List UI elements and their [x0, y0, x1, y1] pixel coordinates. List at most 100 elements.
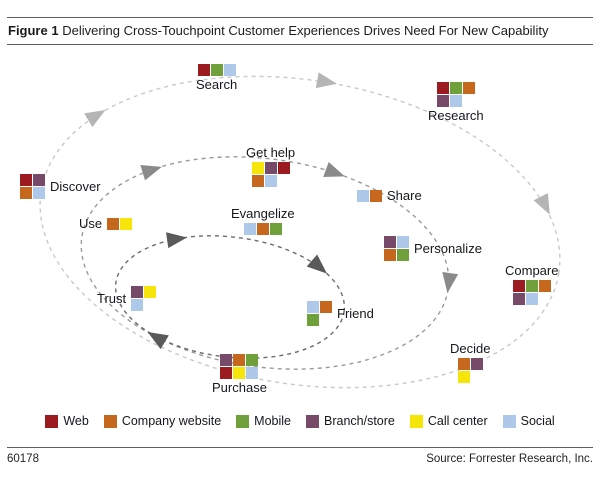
social-square [397, 236, 409, 248]
mobile-square [246, 354, 259, 366]
legend-label: Call center [427, 414, 488, 428]
social-square [357, 189, 369, 202]
node-label: Decide [450, 341, 491, 356]
web-square [512, 279, 525, 292]
node-personalize: Personalize [384, 236, 482, 261]
branch-square [384, 236, 396, 248]
social-square [131, 299, 144, 311]
flow-arrowhead-icon [315, 72, 337, 89]
node-label: Trust [97, 290, 127, 306]
journey-ellipse-inner [114, 235, 346, 359]
branch-square [131, 286, 144, 298]
figure-title-text: Delivering Cross-Touchpoint Customer Exp… [62, 23, 549, 38]
social-square [264, 174, 277, 187]
company-square [462, 82, 475, 94]
journey-rings-svg [39, 72, 561, 389]
touchpoint-squares [131, 286, 157, 311]
flow-arrowhead-icon [84, 109, 106, 128]
title-rule-top [7, 17, 593, 18]
social-square [307, 301, 319, 313]
call-square [120, 217, 133, 230]
branch-square [264, 161, 277, 174]
social-legend-swatch [502, 414, 516, 428]
mobile-square [269, 222, 282, 235]
legend-label: Web [63, 414, 89, 428]
touchpoint-squares [307, 301, 332, 326]
company-square [256, 222, 269, 235]
touchpoint-squares [197, 64, 236, 76]
legend-item-mobile: Mobile [236, 414, 291, 428]
node-research: Research [428, 82, 484, 123]
branch-square [33, 174, 45, 186]
touchpoint-squares [357, 189, 382, 202]
legend-label: Branch/store [324, 414, 395, 428]
node-label: Use [79, 216, 103, 231]
legend-item-web: Web [45, 414, 89, 428]
web-square [20, 174, 32, 186]
flow-arrowhead-icon [147, 331, 169, 350]
source-text: Source: Forrester Research, Inc. [426, 453, 593, 465]
touchpoint-squares [512, 279, 551, 305]
social-square [449, 95, 462, 107]
figure-number-code: 60178 [7, 453, 39, 465]
node-label: Get help [246, 145, 296, 160]
node-purchase: Purchase [212, 354, 267, 395]
social-square [525, 292, 538, 305]
node-get-help: Get help [246, 146, 295, 187]
mobile-square [525, 279, 538, 292]
legend-item-company: Company website [103, 414, 222, 428]
legend-item-call: Call center [409, 414, 488, 428]
touchpoint-squares [384, 236, 409, 261]
node-friend: Friend [307, 301, 374, 326]
node-compare: Compare [505, 264, 558, 305]
node-label: Friend [337, 305, 374, 321]
node-label: Personalize [414, 240, 482, 256]
company-square [107, 217, 120, 230]
journey-diagram: Search Research Discover Get help Share … [0, 56, 600, 410]
call-square [233, 367, 246, 379]
social-square [243, 222, 256, 235]
flow-arrowhead-icon [533, 193, 550, 215]
company-square [20, 187, 32, 199]
touchpoint-squares [436, 82, 475, 107]
company-square [538, 279, 551, 292]
node-label: Research [428, 108, 484, 123]
title-rule-bottom [7, 44, 593, 45]
node-decide: Decide [450, 342, 490, 383]
branch-legend-swatch [306, 414, 319, 428]
company-square [251, 174, 264, 187]
mobile-square [307, 314, 319, 326]
company-square [384, 249, 396, 261]
web-square [277, 161, 290, 174]
mobile-square [210, 64, 223, 76]
social-square [33, 187, 45, 199]
node-label: Share [387, 188, 422, 203]
legend-label: Company website [121, 414, 222, 428]
legend-label: Social [520, 414, 555, 428]
channel-legend: Web Company website Mobile Branch/store Call… [0, 414, 600, 428]
footer-rule [7, 447, 593, 448]
touchpoint-squares [20, 174, 45, 199]
legend-item-branch: Branch/store [306, 414, 395, 428]
branch-square [512, 292, 525, 305]
call-square [144, 286, 157, 298]
node-label: Discover [50, 178, 101, 194]
call-square [251, 161, 264, 174]
legend-label: Mobile [254, 414, 291, 428]
branch-square [470, 357, 483, 370]
touchpoint-squares [220, 354, 259, 379]
node-trust: Trust [97, 286, 157, 311]
node-search: Search [196, 64, 237, 92]
flow-arrowhead-icon [442, 272, 459, 293]
flow-arrowhead-icon [306, 254, 328, 274]
company-square [370, 189, 382, 202]
company-square [320, 301, 332, 313]
flow-arrowhead-icon [140, 165, 162, 181]
call-square [457, 370, 470, 383]
flow-arrowhead-icon [323, 162, 345, 178]
mobile-legend-swatch [236, 414, 250, 428]
web-square [220, 367, 233, 379]
figure-number-label: Figure 1 [8, 23, 59, 38]
node-evangelize: Evangelize [231, 207, 295, 235]
